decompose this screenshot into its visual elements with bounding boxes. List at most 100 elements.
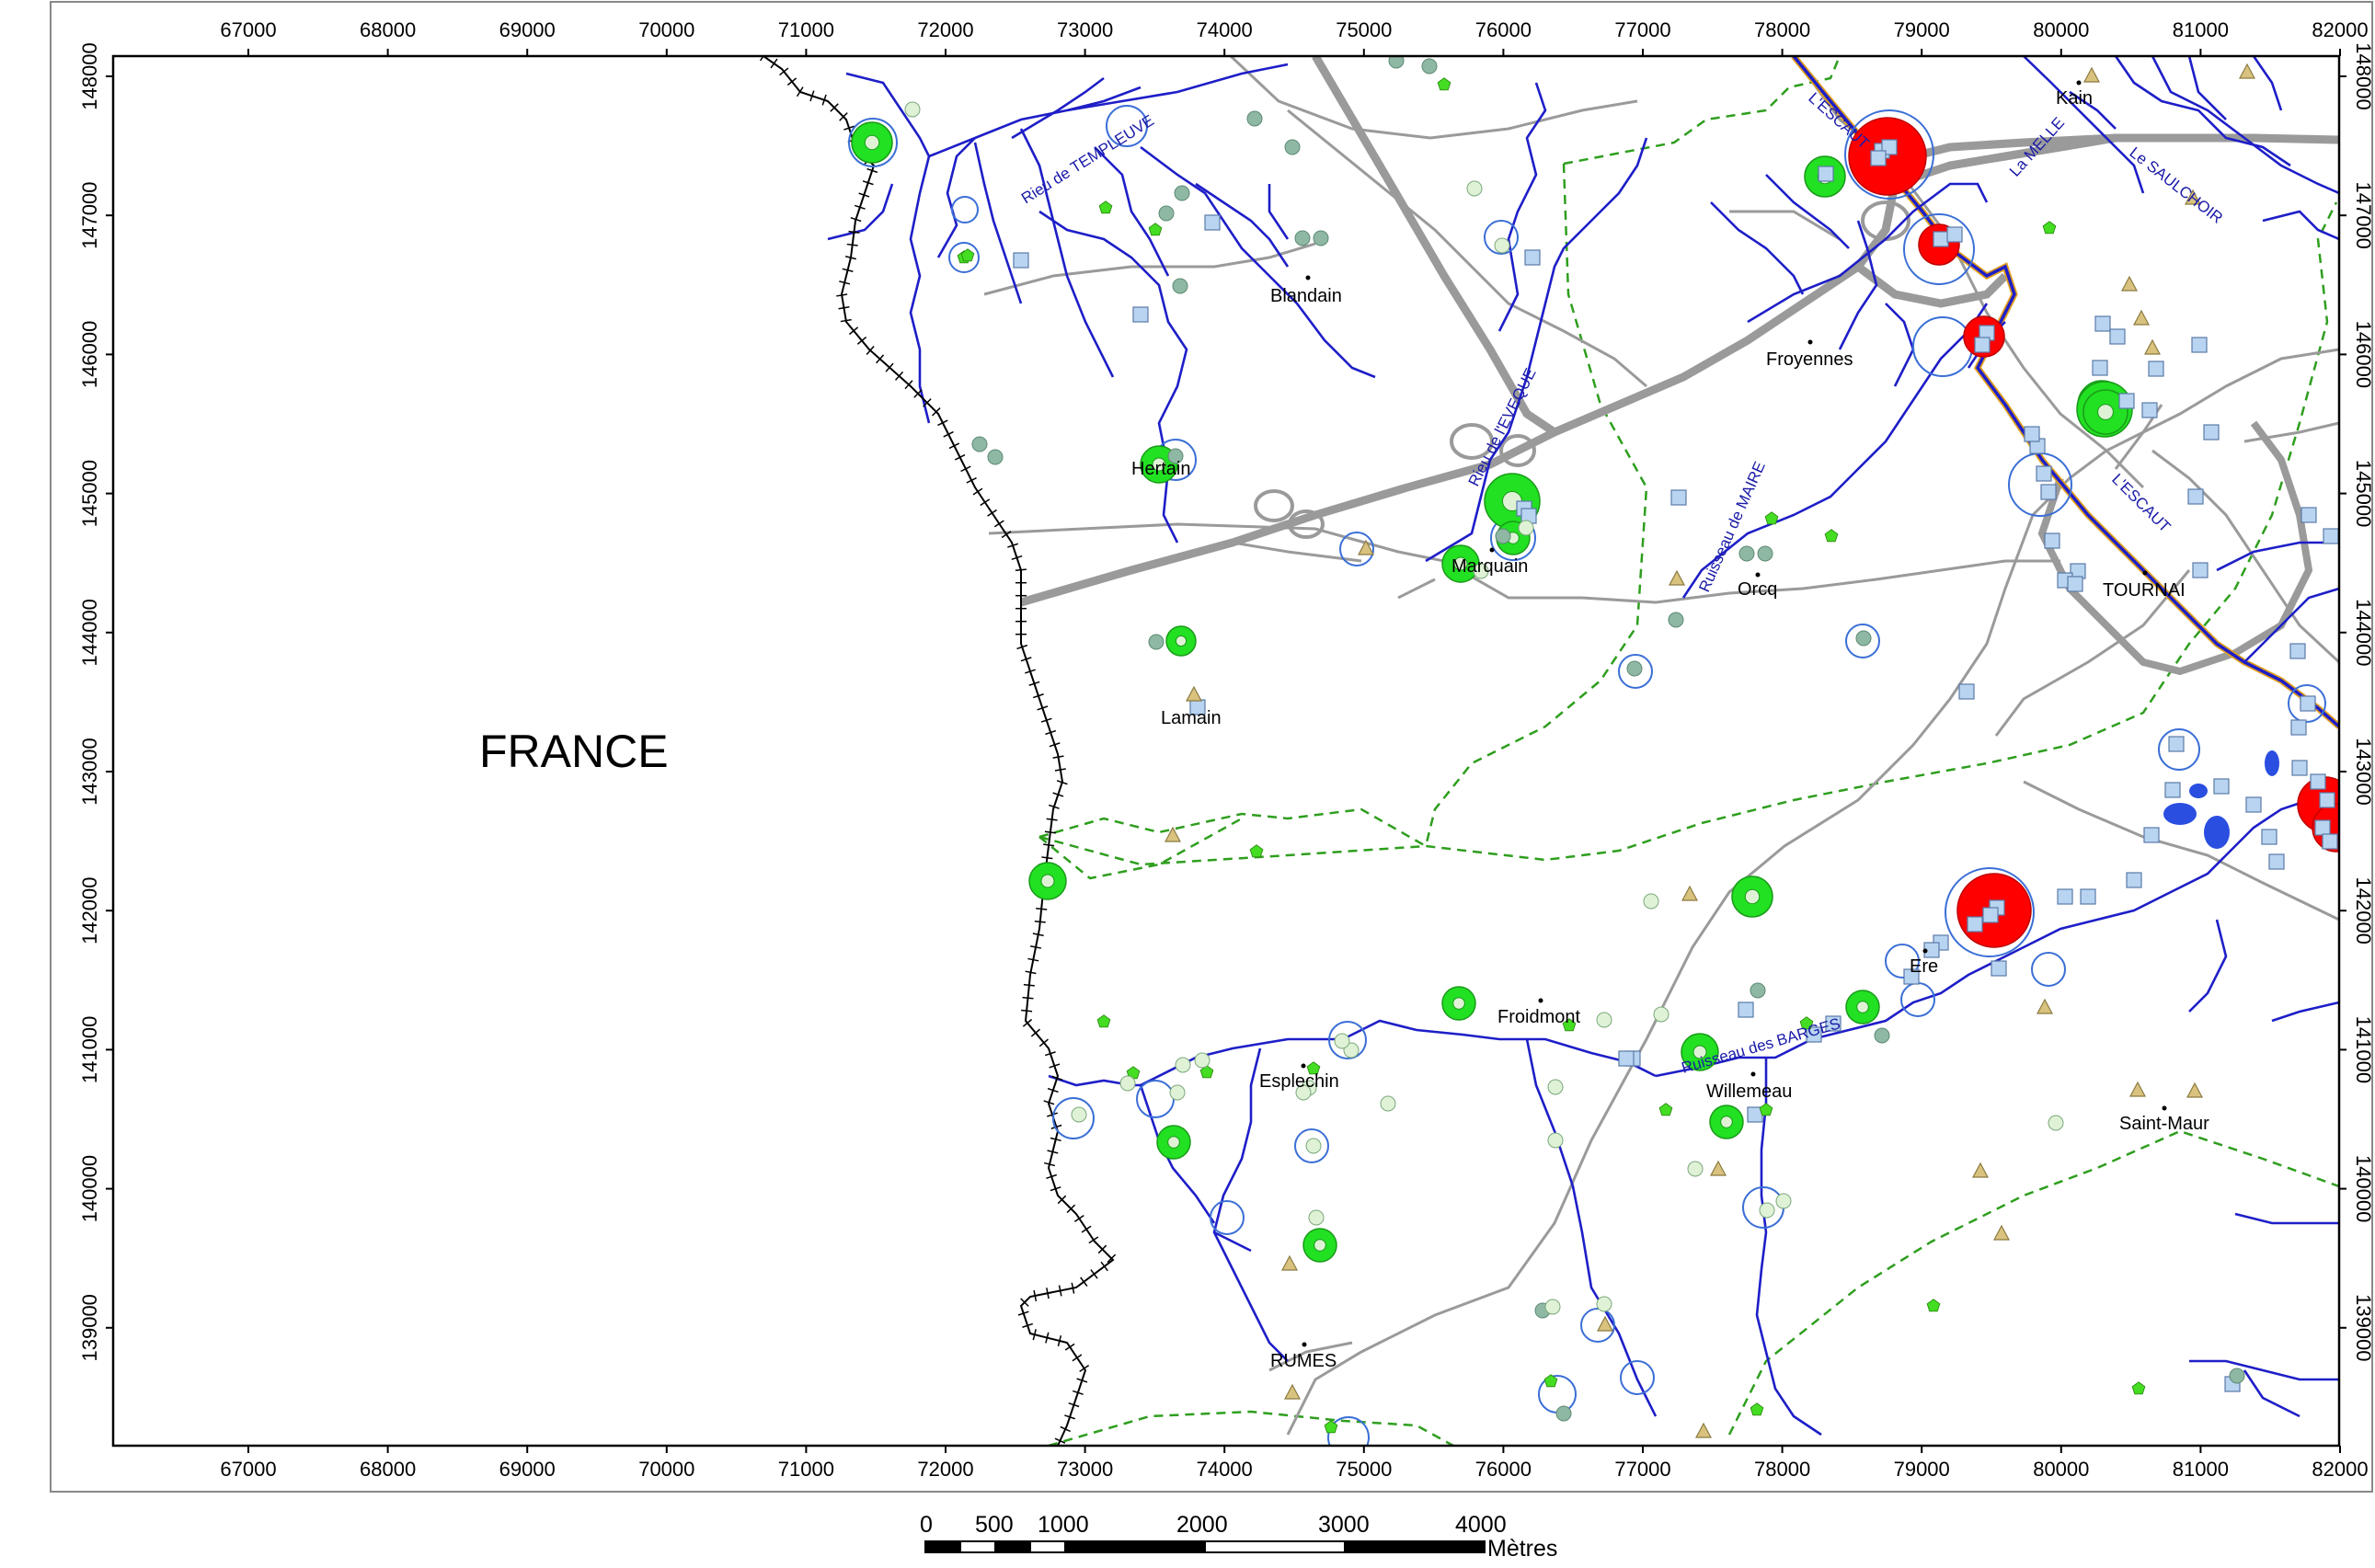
border-tick [1050, 1186, 1061, 1192]
escaut-canal [1791, 56, 2339, 729]
border-tick [1025, 669, 1036, 674]
square-symbol [2141, 402, 2158, 418]
square-symbol [2300, 695, 2316, 712]
grey-dot-symbol [1757, 545, 1773, 562]
pale-dot-symbol [1596, 1012, 1612, 1028]
blue-ring-symbol [848, 118, 898, 167]
border-tick [993, 520, 1004, 528]
green-circle-center [1167, 1136, 1180, 1149]
blue-ring-symbol [1328, 1021, 1367, 1059]
border-tick [1038, 1038, 1049, 1047]
square-symbol [1618, 1050, 1635, 1067]
border-tick [885, 362, 894, 372]
border-tick [821, 94, 827, 106]
square-symbol [2080, 888, 2096, 905]
blue-ring-symbol [2158, 728, 2200, 771]
scale-label-1000: 1000 [1038, 1512, 1089, 1538]
border-tick [1046, 1173, 1058, 1180]
blue-ring-symbol [1903, 213, 1975, 285]
square-symbol [2192, 562, 2209, 578]
y-tick-label-left: 142000 [78, 876, 101, 944]
x-tick-label-top: 77000 [1614, 18, 1670, 41]
pale-dot-symbol [1494, 237, 1510, 254]
y-tick-label-left: 139000 [78, 1294, 101, 1361]
square-symbol [1946, 226, 1963, 243]
border-tick [923, 398, 932, 407]
border-tick [1056, 780, 1068, 785]
border-tick [786, 77, 797, 86]
axis-ticks: 6700067000680006800069000690007000070000… [78, 18, 2375, 1481]
green-circle-center [1692, 1045, 1707, 1059]
border-tick [1046, 1288, 1050, 1299]
green-circle-center [1175, 635, 1188, 647]
border-tick [866, 167, 878, 174]
scale-bar: 0 500 1000 2000 3000 4000 Mètres [920, 1512, 1557, 1562]
border-tick [1032, 693, 1044, 699]
square-symbol [2322, 833, 2338, 850]
square-symbol [2310, 773, 2326, 790]
x-tick-label-bottom: 72000 [917, 1458, 973, 1481]
grey-dot-symbol [1855, 630, 1872, 647]
border-tick [1040, 717, 1052, 723]
square-symbol [1967, 916, 1983, 933]
x-tick-label-bottom: 71000 [778, 1458, 834, 1481]
scale-label-0: 0 [920, 1512, 933, 1538]
scale-label-500: 500 [975, 1512, 1014, 1538]
pale-dot-symbol [1547, 1132, 1564, 1149]
y-tick-label-right: 145000 [2352, 460, 2375, 527]
place-esplechin: Esplechin [1259, 1071, 1339, 1092]
square-symbol [2203, 424, 2220, 441]
place-froyennes: Froyennes [1766, 349, 1853, 370]
border-tick [1016, 644, 1028, 650]
border-tick [770, 58, 778, 69]
blue-ring-symbol [1210, 1200, 1245, 1235]
pale-dot-symbol [1466, 180, 1483, 197]
place-blandain: Blandain [1270, 286, 1342, 306]
pale-dot-symbol [1380, 1095, 1396, 1112]
y-tick-label-right: 140000 [2352, 1155, 2375, 1222]
square-symbol [2289, 643, 2306, 659]
x-tick-label-bottom: 78000 [1754, 1458, 1810, 1481]
border-tick [1107, 1253, 1117, 1264]
place-tournai: TOURNAI [2103, 580, 2186, 601]
y-tick-label-left: 144000 [78, 599, 101, 666]
square-symbol [2314, 819, 2331, 836]
x-tick-label-bottom: 77000 [1614, 1458, 1670, 1481]
pale-dot-symbol [1295, 1084, 1312, 1101]
border-tick [987, 509, 997, 517]
pale-dot-symbol [1653, 1006, 1669, 1023]
border-tick [1023, 983, 1035, 987]
pale-dot-symbol [1518, 520, 1534, 536]
border-tick [980, 498, 991, 507]
x-tick-label-top: 69000 [499, 18, 556, 41]
border-tick [1079, 1365, 1090, 1372]
x-tick-label-top: 82000 [2312, 18, 2368, 41]
blue-ring-symbol [1618, 654, 1653, 689]
blue-ring-symbol [1945, 867, 2035, 957]
pale-dot-symbol [2048, 1115, 2064, 1131]
y-tick-label-left: 140000 [78, 1155, 101, 1222]
border-tick [1046, 818, 1058, 821]
border-tick [1020, 657, 1032, 662]
square-symbol [2109, 328, 2126, 345]
square-symbol [2094, 315, 2111, 332]
green-circle-center [1744, 888, 1761, 905]
border-tick [966, 476, 977, 484]
border-tick [1022, 1322, 1034, 1328]
square-symbol [2187, 488, 2204, 505]
square-symbol [2143, 827, 2160, 843]
border-tick [1066, 1204, 1076, 1214]
grey-dot-symbol [1626, 660, 1643, 677]
border-tick [839, 112, 848, 121]
blue-ring-symbol [948, 242, 980, 273]
border-tick [1052, 792, 1064, 797]
grey-dot-symbol [1158, 205, 1175, 222]
border-tick [1051, 1075, 1063, 1081]
x-tick-label-top: 70000 [638, 18, 694, 41]
x-tick-label-top: 71000 [778, 18, 834, 41]
x-tick-label-top: 74000 [1197, 18, 1253, 41]
border-tick [796, 86, 804, 97]
border-tick [1072, 1390, 1084, 1395]
place-lamain: Lamain [1161, 708, 1222, 728]
